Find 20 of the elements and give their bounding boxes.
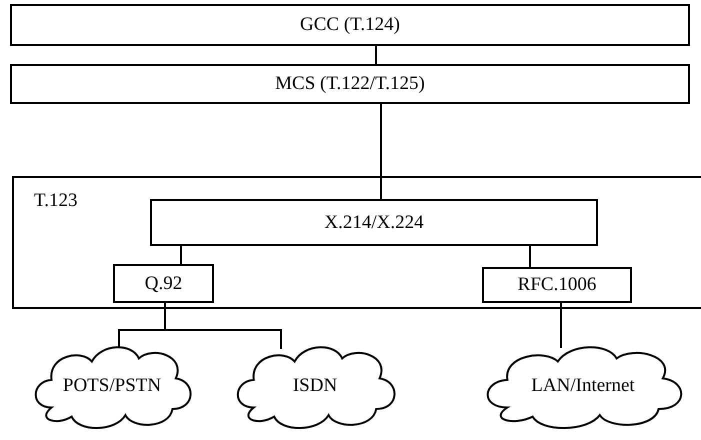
protocol-label: MCS (T.122/T.125) xyxy=(275,73,425,95)
connector-line xyxy=(380,104,382,199)
layer-frame xyxy=(12,176,701,309)
protocol-box xyxy=(113,264,214,303)
protocol-label: ISDN xyxy=(292,375,338,397)
protocol-box xyxy=(150,199,598,246)
protocol-box xyxy=(10,64,690,104)
connector-line xyxy=(560,303,562,348)
protocol-label: GCC (T.124) xyxy=(300,14,400,36)
protocol-label: X.214/X.224 xyxy=(324,212,424,234)
layer-label: T.123 xyxy=(34,190,78,212)
connector-line xyxy=(180,246,182,264)
protocol-label: RFC.1006 xyxy=(518,274,596,296)
connector-line xyxy=(375,46,377,64)
protocol-label: POTS/PSTN xyxy=(62,375,162,397)
connector-line xyxy=(529,246,531,267)
protocol-box xyxy=(482,267,632,303)
protocol-box xyxy=(10,4,690,46)
protocol-label: LAN/Internet xyxy=(531,375,635,397)
protocol-label: Q.92 xyxy=(144,272,182,294)
